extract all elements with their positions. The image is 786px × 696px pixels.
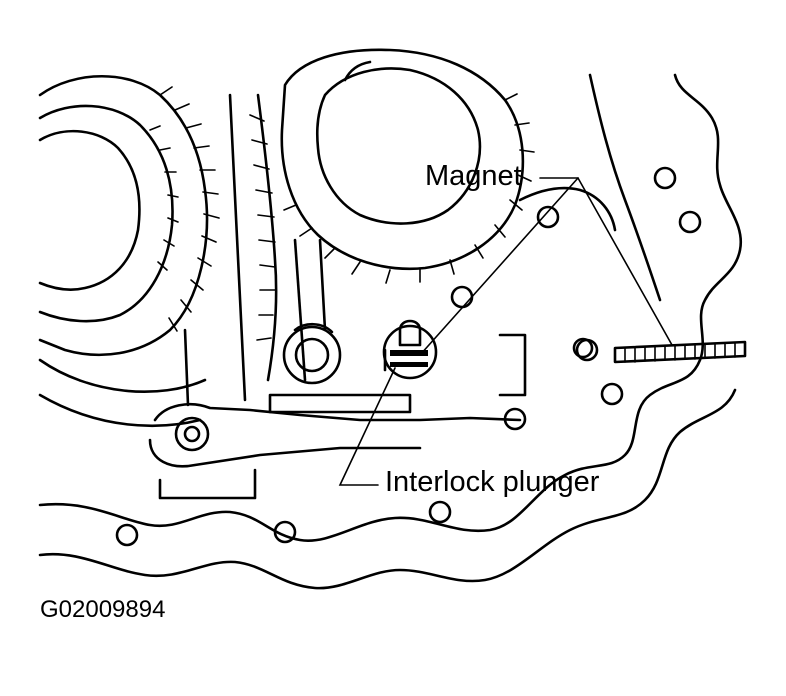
magnet-label: Magnet bbox=[425, 160, 522, 192]
case-flange-outline bbox=[38, 73, 743, 590]
left-gear-bearing bbox=[38, 74, 220, 428]
middle-shaft bbox=[183, 93, 327, 407]
upper-right-gear bbox=[280, 48, 535, 284]
figure-code: G02009894 bbox=[40, 596, 166, 623]
magnet-tool bbox=[572, 337, 747, 364]
magnet-leader-to-tool bbox=[539, 177, 673, 346]
leader-lines bbox=[338, 177, 673, 486]
magnet-leader-to-plunger bbox=[419, 177, 579, 356]
bushing bbox=[282, 322, 342, 385]
interlock-plunger-part bbox=[382, 319, 438, 380]
plunger-leader bbox=[338, 367, 396, 486]
interlock-plunger-label: Interlock plunger bbox=[385, 466, 600, 498]
